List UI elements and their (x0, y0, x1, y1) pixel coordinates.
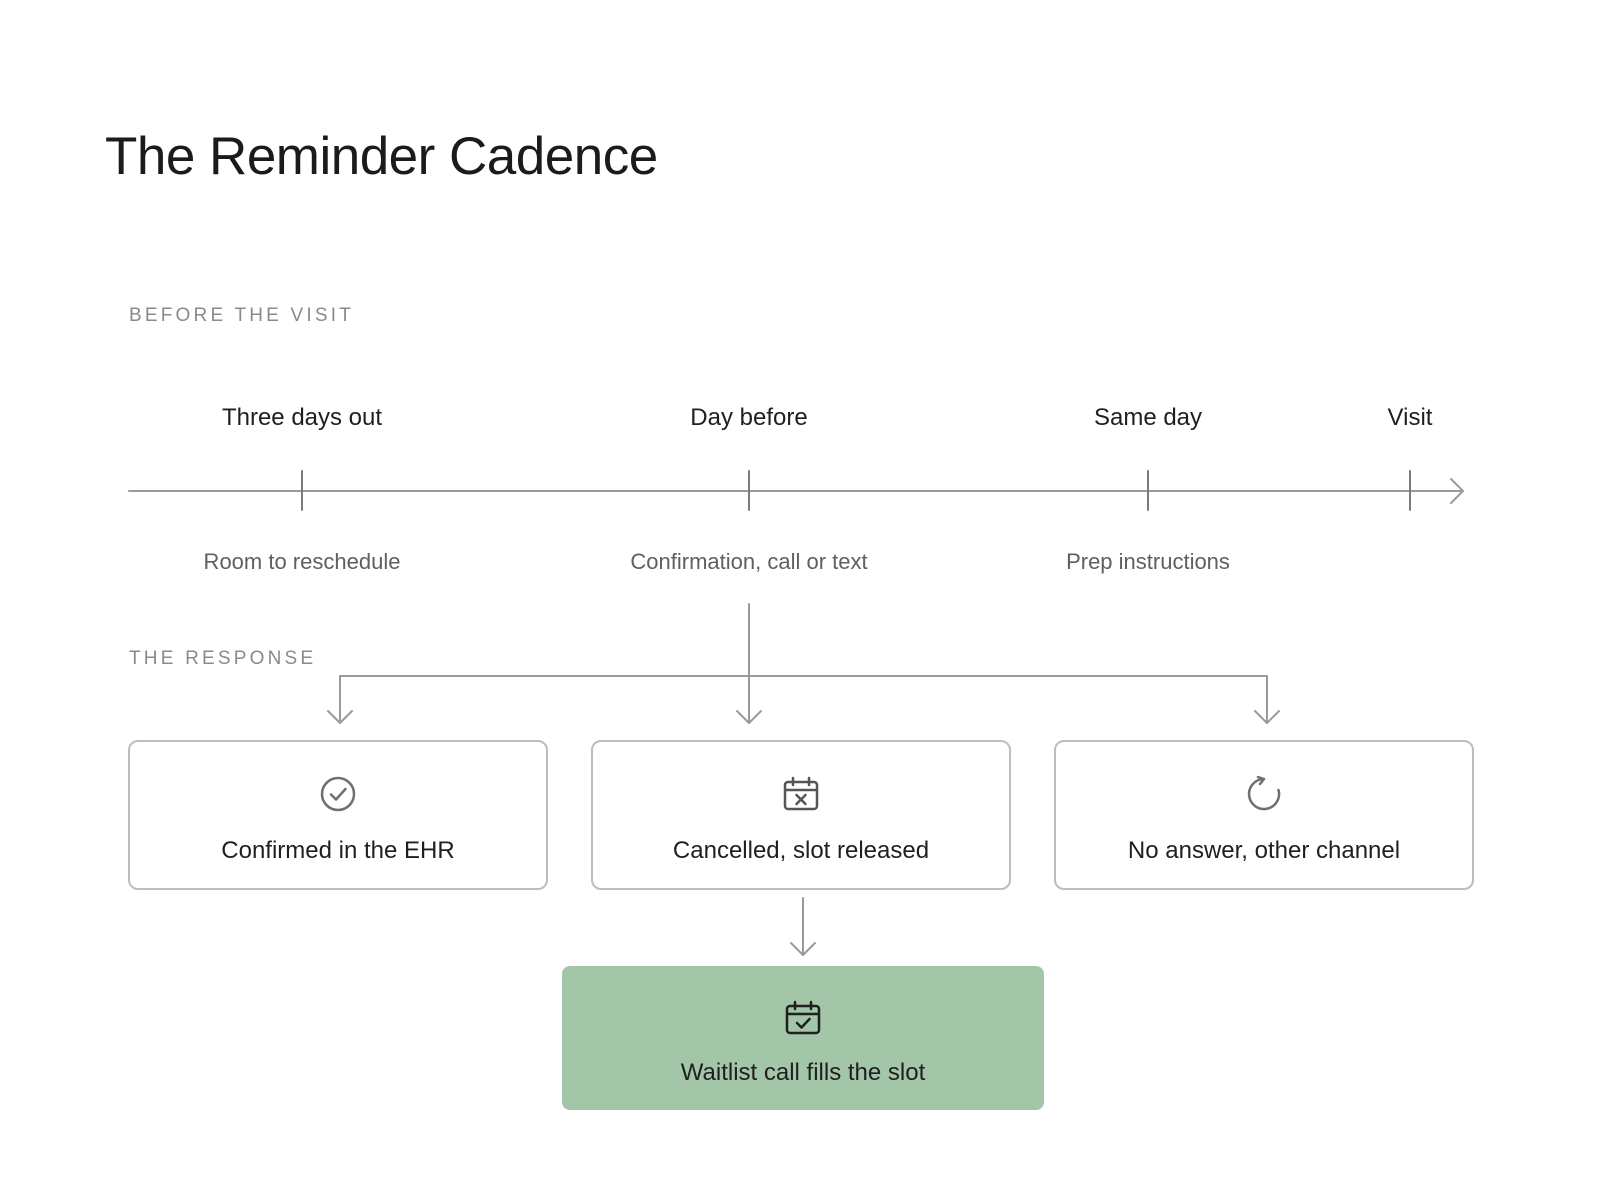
arrowhead-confirmed (327, 710, 353, 724)
outcome-no-answer-label: No answer, other channel (1127, 837, 1401, 864)
refresh-icon (1247, 775, 1281, 811)
result-waitlist-box: Waitlist call fills the slot (562, 966, 1044, 1110)
arrowhead-waitlist (790, 942, 816, 956)
outcome-confirmed-box: Confirmed in the EHR (128, 740, 548, 890)
timeline-arrowhead (1450, 478, 1464, 504)
section-label-response: THE RESPONSE (129, 648, 317, 669)
stage-title-day-before: Day before (690, 404, 808, 431)
outcome-confirmed-label: Confirmed in the EHR (221, 837, 455, 864)
stage-title-same-day: Same day (1093, 404, 1203, 431)
stage-note-day-before: Confirmation, call or text (630, 549, 868, 574)
stage-note-three-days-out: Room to reschedule (203, 549, 401, 574)
check-circle-icon (320, 776, 356, 812)
arrowhead-cancelled (736, 710, 762, 724)
stage-title-visit: Visit (1387, 404, 1433, 431)
arrowhead-no-answer (1254, 710, 1280, 724)
section-label-before-visit: BEFORE THE VISIT (129, 305, 355, 326)
outcome-cancelled-label: Cancelled, slot released (672, 837, 930, 864)
stage-note-same-day: Prep instructions (1066, 549, 1230, 574)
outcome-no-answer-box: No answer, other channel (1054, 740, 1474, 890)
outcome-cancelled-box: Cancelled, slot released (591, 740, 1011, 890)
result-waitlist-label: Waitlist call fills the slot (680, 1059, 926, 1086)
calendar-x-icon (783, 776, 819, 811)
page-title: The Reminder Cadence (105, 127, 658, 186)
stage-title-three-days-out: Three days out (221, 404, 383, 431)
calendar-check-icon (785, 1000, 821, 1035)
